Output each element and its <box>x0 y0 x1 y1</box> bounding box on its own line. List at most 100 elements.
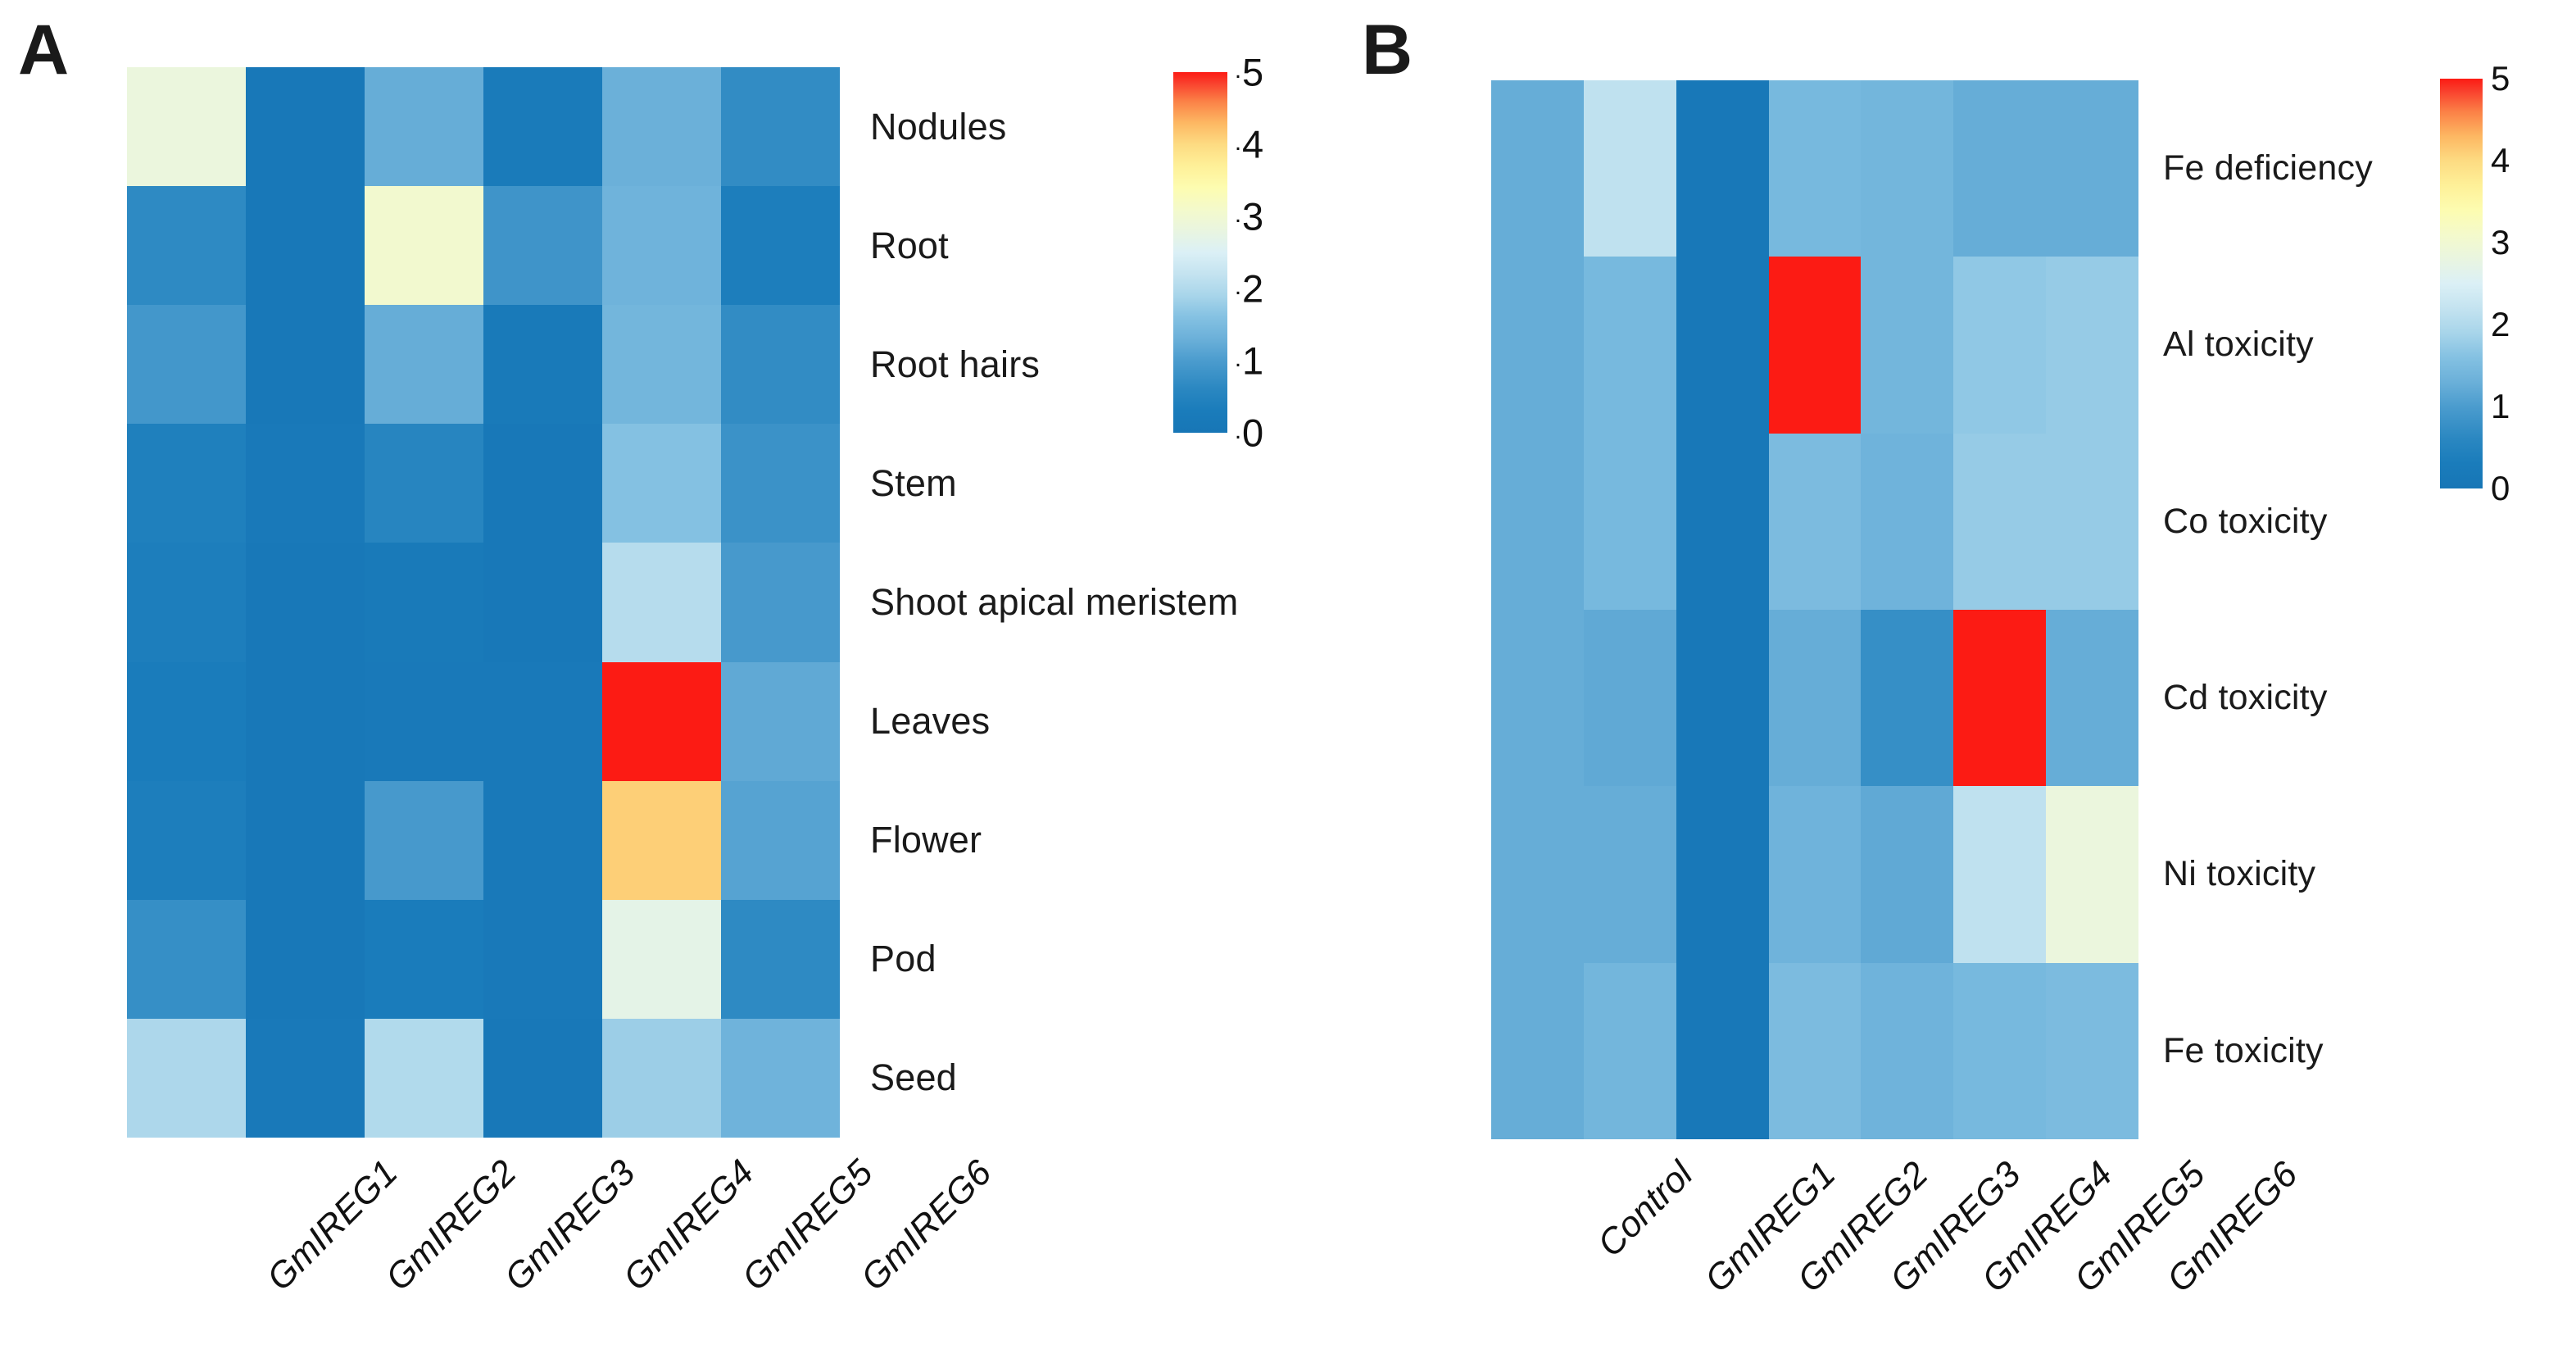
heatmap-cell <box>1491 609 1584 787</box>
panel-a-letter: A <box>18 11 70 89</box>
heatmap-cell <box>602 780 721 900</box>
column-label: GmIREG3 <box>496 1152 643 1299</box>
heatmap-cell <box>1861 257 1954 434</box>
heatmap-cell <box>1583 257 1676 434</box>
row-label: Nodules <box>870 105 1007 148</box>
heatmap-cell <box>483 1018 602 1138</box>
heatmap-cell <box>365 424 483 543</box>
panel-b-colorbar-gradient <box>2440 79 2483 488</box>
heatmap-cell <box>483 305 602 425</box>
heatmap-cell <box>1676 80 1769 257</box>
heatmap-cell <box>721 899 840 1019</box>
row-label: Root <box>870 224 949 266</box>
colorbar-tick: 1 <box>2491 387 2510 426</box>
colorbar-tick-mark: · <box>1234 134 1242 161</box>
panel-b-letter: B <box>1362 11 1413 89</box>
heatmap-cell <box>246 899 365 1019</box>
heatmap-cell <box>1953 80 2047 257</box>
heatmap-cell <box>1953 257 2047 434</box>
panel-a-heatmap-grid <box>127 67 840 1138</box>
colorbar-tick: 3 <box>2491 223 2510 262</box>
heatmap-cell <box>1583 80 1676 257</box>
colorbar-tick-label: 0 <box>1242 411 1264 455</box>
colorbar-tick-label: 5 <box>1242 50 1264 94</box>
heatmap-cell <box>127 661 246 781</box>
heatmap-cell <box>365 543 483 662</box>
heatmap-cell <box>127 1018 246 1138</box>
colorbar-tick-label: 2 <box>2491 305 2510 343</box>
heatmap-cell <box>127 780 246 900</box>
heatmap-cell <box>1583 609 1676 787</box>
heatmap-cell <box>2046 80 2138 257</box>
heatmap-cell <box>365 661 483 781</box>
column-label: GmIREG1 <box>258 1152 406 1299</box>
heatmap-cell <box>1676 962 1769 1139</box>
row-label: Co toxicity <box>2163 501 2328 541</box>
heatmap-cell <box>1583 433 1676 610</box>
colorbar-tick: ·0 <box>1234 411 1263 456</box>
heatmap-cell <box>246 305 365 425</box>
colorbar-tick-mark: · <box>1234 206 1242 234</box>
panel-a-heatmap <box>127 67 840 1138</box>
row-label: Seed <box>870 1056 957 1099</box>
heatmap-cell <box>1491 80 1584 257</box>
heatmap-cell <box>483 67 602 187</box>
heatmap-cell <box>127 305 246 425</box>
column-label: Control <box>1590 1154 1701 1265</box>
heatmap-cell <box>365 305 483 425</box>
colorbar-tick: ·2 <box>1234 266 1263 311</box>
heatmap-cell <box>721 305 840 425</box>
heatmap-cell <box>602 543 721 662</box>
heatmap-cell <box>1768 80 1862 257</box>
row-label: Fe toxicity <box>2163 1030 2324 1070</box>
heatmap-cell <box>246 186 365 306</box>
row-label: Stem <box>870 461 957 504</box>
row-label: Leaves <box>870 700 991 743</box>
heatmap-cell <box>127 899 246 1019</box>
heatmap-cell <box>246 424 365 543</box>
colorbar-tick: ·1 <box>1234 338 1263 384</box>
heatmap-cell <box>1768 962 1862 1139</box>
colorbar-tick-mark: · <box>1234 278 1242 306</box>
colorbar-tick: 5 <box>2491 59 2510 98</box>
colorbar-tick: 4 <box>2491 141 2510 180</box>
heatmap-cell <box>1676 609 1769 787</box>
heatmap-cell <box>246 1018 365 1138</box>
panel-b-colorbar: 5 4 3 2 1 0 <box>2440 59 2510 507</box>
heatmap-cell <box>602 305 721 425</box>
colorbar-tick-label: 2 <box>1242 266 1264 311</box>
heatmap-cell <box>483 899 602 1019</box>
colorbar-tick-label: 3 <box>1242 194 1264 239</box>
heatmap-cell <box>721 424 840 543</box>
heatmap-cell <box>246 661 365 781</box>
panel-a-colorbar-gradient <box>1173 72 1227 433</box>
heatmap-cell <box>483 780 602 900</box>
heatmap-cell <box>2046 257 2138 434</box>
heatmap-cell <box>721 186 840 306</box>
heatmap-cell <box>1768 609 1862 787</box>
row-label: Cd toxicity <box>2163 678 2328 718</box>
heatmap-cell <box>1768 433 1862 610</box>
panel-b-heatmap <box>1491 80 2138 1139</box>
colorbar-tick-mark: · <box>1234 61 1242 89</box>
heatmap-cell <box>1676 257 1769 434</box>
heatmap-cell <box>602 661 721 781</box>
heatmap-cell <box>2046 433 2138 610</box>
row-label: Shoot apical meristem <box>870 580 1239 623</box>
row-label: Root hairs <box>870 343 1041 385</box>
heatmap-cell <box>1861 80 1954 257</box>
heatmap-cell <box>602 186 721 306</box>
heatmap-cell <box>483 543 602 662</box>
heatmap-cell <box>1583 962 1676 1139</box>
heatmap-cell <box>127 424 246 543</box>
colorbar-tick: 0 <box>2491 469 2510 508</box>
heatmap-cell <box>602 424 721 543</box>
heatmap-cell <box>1861 433 1954 610</box>
colorbar-tick-label: 1 <box>1242 338 1264 383</box>
row-label: Flower <box>870 819 982 861</box>
